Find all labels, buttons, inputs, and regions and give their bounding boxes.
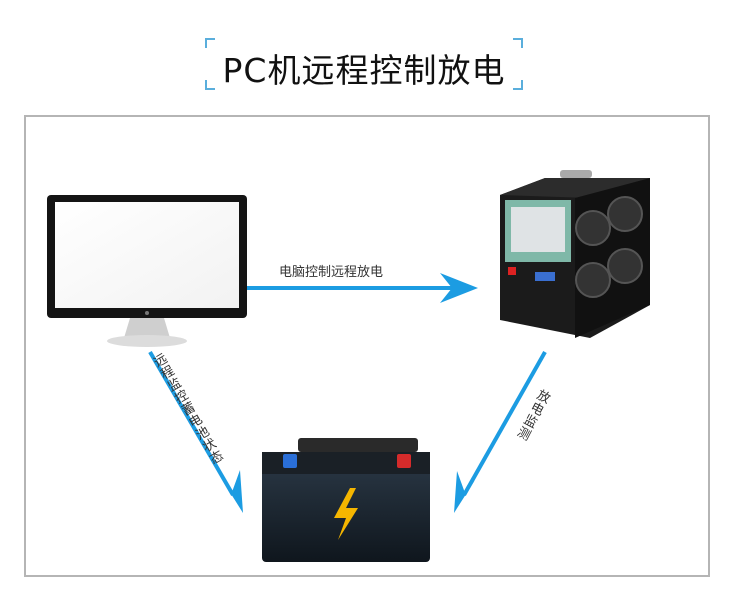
lightning-icon [334,488,358,540]
diagram-frame [24,115,710,577]
monitor-icon [47,195,247,347]
arrow-device-to-battery [462,351,547,496]
label-pc-to-device: 电脑控制远程放电 [279,265,384,280]
arrows [148,273,547,513]
discharge-tester-icon [500,170,650,338]
page-title: PC机远程控制放电 [222,51,506,90]
battery-icon [262,438,430,562]
title-box: PC机远程控制放电 [205,38,523,90]
arrow-pc-to-battery [148,350,235,497]
